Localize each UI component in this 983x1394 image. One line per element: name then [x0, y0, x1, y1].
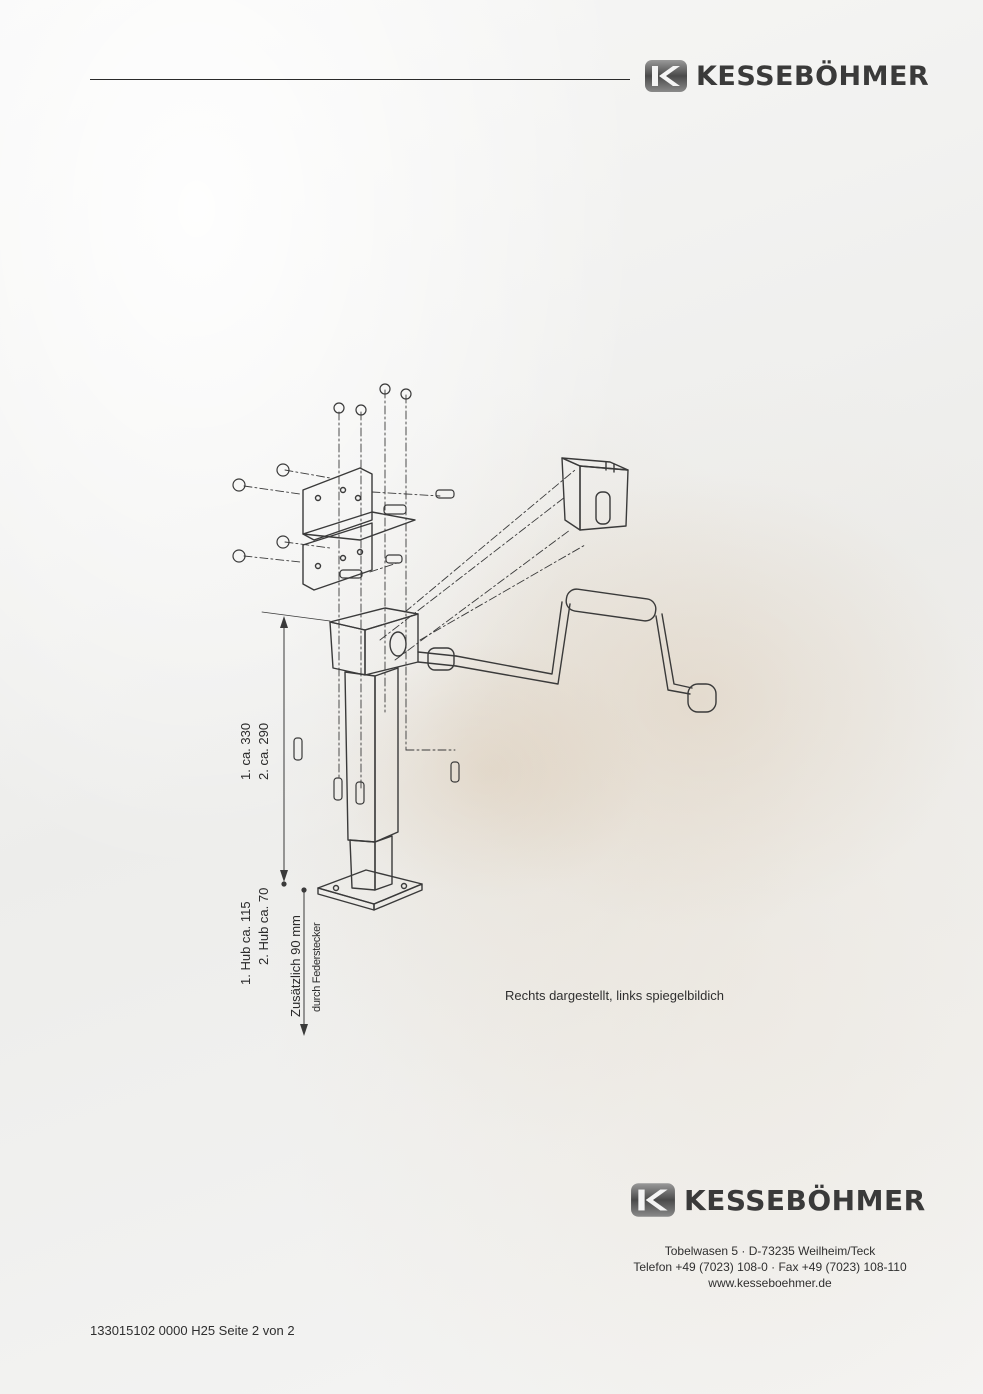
header-rule — [90, 79, 630, 80]
company-address: Tobelwasen 5 · D-73235 Weilheim/Teck Tel… — [600, 1243, 940, 1291]
extra-label-1: Zusätzlich 90 mm — [288, 915, 303, 1017]
drawing-caption: Rechts dargestellt, links spiegelbildich — [505, 988, 724, 1003]
document-number: 133015102 0000 H25 Seite 2 von 2 — [90, 1323, 295, 1338]
dimension-line-stroke — [261, 611, 331, 887]
receiving-bracket — [561, 457, 629, 531]
kesseboehmer-logo-icon — [631, 1183, 675, 1217]
mounting-bracket — [302, 467, 416, 591]
top-nuts — [232, 383, 412, 563]
hub-label-2: 2. Hub ca. 70 — [256, 887, 271, 965]
jack-housing — [329, 607, 419, 676]
header-brand: KESSEBÖHMER — [644, 58, 929, 94]
brand-name: KESSEBÖHMER — [684, 1183, 926, 1217]
water-stain — [420, 470, 980, 930]
brand-name: KESSEBÖHMER — [696, 60, 930, 92]
address-line: Tobelwasen 5 · D-73235 Weilheim/Teck — [664, 1244, 876, 1258]
stroke-label-1: 1. ca. 330 — [238, 722, 253, 780]
dimension-line-extra — [300, 887, 308, 1036]
alignment-lines — [243, 389, 586, 791]
kesseboehmer-logo-icon — [645, 60, 687, 92]
stroke-label-2: 2. ca. 290 — [256, 722, 271, 780]
jack-leg — [344, 667, 399, 891]
website-link: www.kesseboehmer.de — [708, 1276, 832, 1290]
footer-brand: KESSEBÖHMER — [630, 1181, 926, 1219]
bolts — [293, 489, 460, 805]
crank-handle — [417, 588, 717, 713]
hub-label-1: 1. Hub ca. 115 — [238, 901, 253, 985]
extra-label-2: durch Federstecker — [311, 922, 323, 1012]
foot-plate — [317, 869, 423, 911]
phone-line: Telefon +49 (7023) 108-0 · Fax +49 (7023… — [633, 1260, 907, 1274]
water-stain — [330, 640, 650, 900]
